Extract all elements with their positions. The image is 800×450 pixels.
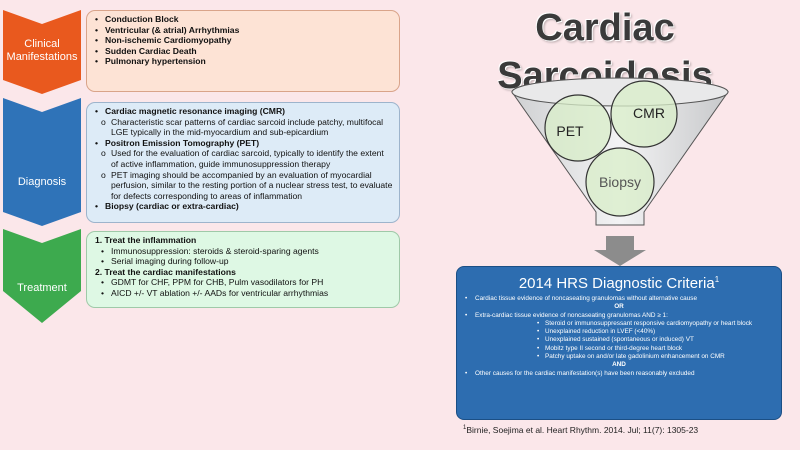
- list-item: •Positron Emission Tomography (PET): [95, 137, 260, 148]
- list-item: 2. Treat the cardiac manifestations: [95, 266, 236, 277]
- treatment-box: 1. Treat the inflammation •Immunosuppres…: [86, 231, 400, 308]
- criteria-subitem: •Unexplained sustained (spontaneous or i…: [537, 336, 694, 344]
- sub-item: •Serial imaging during follow-up: [101, 256, 229, 267]
- or-label: OR: [614, 303, 624, 311]
- diagnosis-label: Diagnosis: [17, 176, 67, 188]
- list-item: 1. Treat the inflammation: [95, 235, 197, 245]
- cmr-label: CMR: [633, 105, 665, 121]
- sub-item: •Immunosuppression: steroids & steroid-s…: [101, 245, 319, 256]
- hrs-criteria-box: 2014 HRS Diagnostic Criteria1 •Cardiac t…: [456, 266, 782, 420]
- clinical-label: Clinical Manifestations: [6, 38, 78, 63]
- criteria-subitem: •Patchy uptake on and/or late gadolinium…: [537, 353, 725, 361]
- list-item: •Ventricular (& atrial) Arrhythmias: [95, 24, 240, 35]
- citation: 1Birnie, Soejima et al. Heart Rhythm. 20…: [463, 425, 699, 435]
- criteria-subitem: •Unexplained reduction in LVEF (<40%): [537, 328, 656, 336]
- criteria-item: •Cardiac tissue evidence of noncaseating…: [465, 295, 698, 302]
- criteria-subitem: •Steroid or immunosuppressant responsive…: [537, 319, 753, 327]
- down-arrow: [594, 236, 646, 266]
- list-item: •Biopsy (cardiac or extra-cardiac): [95, 201, 239, 212]
- biopsy-label: Biopsy: [599, 174, 641, 190]
- hrs-title: 2014 HRS Diagnostic Criteria1: [518, 275, 720, 292]
- biopsy-circle: [585, 147, 655, 217]
- treatment-chevron: [3, 229, 81, 323]
- clinical-chevron: [3, 10, 81, 94]
- list-item: •Cardiac magnetic resonance imaging (CMR…: [95, 106, 286, 116]
- sub-item: •AICD +/- VT ablation +/- AADs for ventr…: [101, 287, 329, 298]
- list-item: •Sudden Cardiac Death: [95, 45, 197, 56]
- funnel-diagram: PET CMR Biopsy: [511, 77, 729, 266]
- diagnosis-chevron: [3, 98, 81, 226]
- criteria-subitem: •Mobitz type II second or third-degree h…: [537, 344, 683, 352]
- and-label: AND: [612, 361, 626, 369]
- list-item: •Pulmonary hypertension: [95, 56, 206, 67]
- pet-label: PET: [556, 123, 584, 139]
- diagnosis-box: •Cardiac magnetic resonance imaging (CMR…: [86, 102, 400, 223]
- list-item: •Non-ischemic Cardiomyopathy: [95, 35, 232, 46]
- criteria-item: •Extra-cardiac tissue evidence of noncas…: [465, 311, 668, 319]
- criteria-item: •Other causes for the cardiac manifestat…: [465, 369, 695, 377]
- cmr-circle: [610, 80, 678, 148]
- list-item: •Conduction Block: [95, 14, 179, 24]
- sub-item: •GDMT for CHF, PPM for CHB, Pulm vasodil…: [101, 277, 324, 288]
- pet-circle: [544, 94, 612, 162]
- clinical-box: •Conduction Block •Ventricular (& atrial…: [86, 10, 400, 92]
- treatment-label: Treatment: [17, 282, 67, 294]
